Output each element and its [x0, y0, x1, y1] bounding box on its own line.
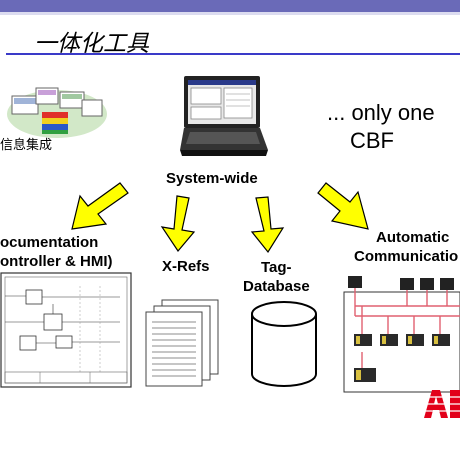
info-integration-illustration: [7, 87, 107, 138]
arrow-to-documentation: [71, 182, 129, 230]
documentation-line2: ontroller & HMI): [0, 253, 113, 270]
info-integration-label: 信息集成: [0, 138, 53, 153]
database-cylinder-icon: [251, 301, 317, 387]
header-bar: [0, 0, 460, 15]
title-rule: [6, 53, 460, 55]
network-diagram: [343, 276, 460, 393]
tag-database-line1: Tag-: [261, 259, 292, 276]
arrow-to-tag-database: [250, 196, 285, 254]
only-one-line1: ... only one: [327, 100, 435, 125]
tag-database-line2: Database: [243, 278, 310, 295]
laptop-icon: [180, 76, 268, 156]
abb-logo: [420, 390, 460, 418]
documentation-schematic: [0, 272, 132, 388]
xrefs-label: X-Refs: [162, 258, 210, 275]
only-one-line2: CBF: [350, 128, 394, 153]
automatic-comm-line2: Communicatio: [354, 248, 459, 265]
documentation-line1: ocumentation: [0, 234, 99, 251]
automatic-comm-line1: Automatic: [376, 229, 450, 246]
arrow-to-automatic-communication: [317, 182, 369, 230]
page-title: 一体化工具: [34, 31, 149, 57]
system-wide-label: System-wide: [166, 170, 258, 187]
arrow-to-xrefs: [160, 195, 196, 252]
xrefs-document-stack: [145, 299, 219, 387]
